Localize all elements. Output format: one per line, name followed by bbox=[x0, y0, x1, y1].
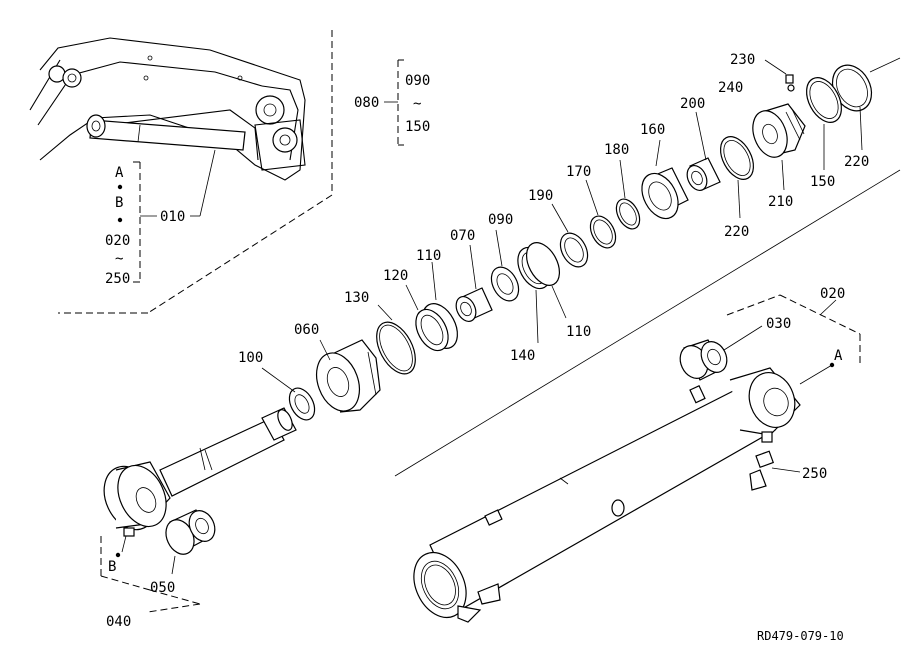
section-divider bbox=[394, 169, 901, 477]
part-220-ring-lower bbox=[719, 136, 755, 219]
part-100-wiper bbox=[261, 367, 316, 421]
label-130: 130 bbox=[344, 290, 369, 306]
inset-assembly-label: 010 bbox=[160, 209, 185, 225]
part-250-grease-nipple bbox=[749, 450, 801, 491]
label-220-lower: 220 bbox=[724, 224, 749, 240]
label-180: 180 bbox=[604, 142, 629, 158]
label-070: 070 bbox=[450, 228, 475, 244]
inset-letter-a: A bbox=[115, 165, 124, 181]
inset-bullet-2 bbox=[117, 217, 123, 223]
label-090: 090 bbox=[488, 212, 513, 228]
label-020: 020 bbox=[820, 286, 845, 302]
part-120-ring bbox=[405, 284, 449, 352]
label-030: 030 bbox=[766, 316, 791, 332]
part-200-bushing bbox=[686, 111, 721, 191]
point-b-marker bbox=[115, 552, 121, 558]
drawing-code: RD479-079-10 bbox=[757, 629, 844, 643]
part-060-head bbox=[315, 339, 381, 413]
piston-rod bbox=[100, 407, 297, 613]
label-110-left: 110 bbox=[416, 248, 441, 264]
label-120: 120 bbox=[383, 268, 408, 284]
label-040: 040 bbox=[106, 614, 131, 630]
label-050: 050 bbox=[150, 580, 175, 596]
part-110-ring-right bbox=[525, 242, 567, 319]
label-240: 240 bbox=[718, 80, 743, 96]
label-160: 160 bbox=[640, 122, 665, 138]
label-100: 100 bbox=[238, 350, 263, 366]
axis-line-upper bbox=[869, 57, 901, 73]
part-170-ring bbox=[585, 179, 617, 249]
part-070-collar bbox=[455, 244, 493, 322]
label-point-b: B bbox=[108, 559, 116, 575]
point-a-marker bbox=[829, 362, 835, 368]
part-090-ring bbox=[490, 229, 520, 302]
inset-letter-b: B bbox=[115, 195, 123, 211]
label-220-upper: 220 bbox=[844, 154, 869, 170]
label-190: 190 bbox=[528, 188, 553, 204]
part-050-bushing bbox=[165, 509, 216, 575]
label-060: 060 bbox=[294, 322, 319, 338]
part-210-piston bbox=[752, 103, 806, 191]
seal-kit-range-start: 090 bbox=[405, 73, 430, 89]
inset-machine-view bbox=[29, 30, 333, 314]
inset-range-start: 020 bbox=[105, 233, 130, 249]
cylinder-tube bbox=[413, 364, 833, 623]
label-140: 140 bbox=[510, 348, 535, 364]
label-230: 230 bbox=[730, 52, 755, 68]
seal-kit-range-tilde: ~ bbox=[413, 96, 421, 112]
label-170: 170 bbox=[566, 164, 591, 180]
part-240-ball bbox=[787, 84, 795, 92]
part-030-bushing bbox=[679, 325, 763, 381]
label-200: 200 bbox=[680, 96, 705, 112]
seal-kit-range-end: 150 bbox=[405, 119, 430, 135]
part-150-ring bbox=[806, 77, 842, 170]
seal-kit-label: 080 bbox=[354, 95, 379, 111]
label-150: 150 bbox=[810, 174, 835, 190]
part-130-oring bbox=[376, 304, 416, 375]
seal-kit-bracket bbox=[384, 59, 404, 146]
label-250: 250 bbox=[802, 466, 827, 482]
label-110-right: 110 bbox=[566, 324, 591, 340]
inset-bullet-1 bbox=[117, 184, 123, 190]
part-180-ring bbox=[615, 159, 641, 230]
label-210: 210 bbox=[768, 194, 793, 210]
part-190-ring bbox=[551, 203, 589, 268]
part-230-screw bbox=[764, 59, 794, 84]
inset-range-tilde: ~ bbox=[115, 251, 123, 267]
part-020-bracket bbox=[726, 294, 861, 366]
label-point-a: A bbox=[834, 348, 843, 364]
inset-range-end: 250 bbox=[105, 271, 130, 287]
part-160-gland bbox=[641, 139, 689, 220]
